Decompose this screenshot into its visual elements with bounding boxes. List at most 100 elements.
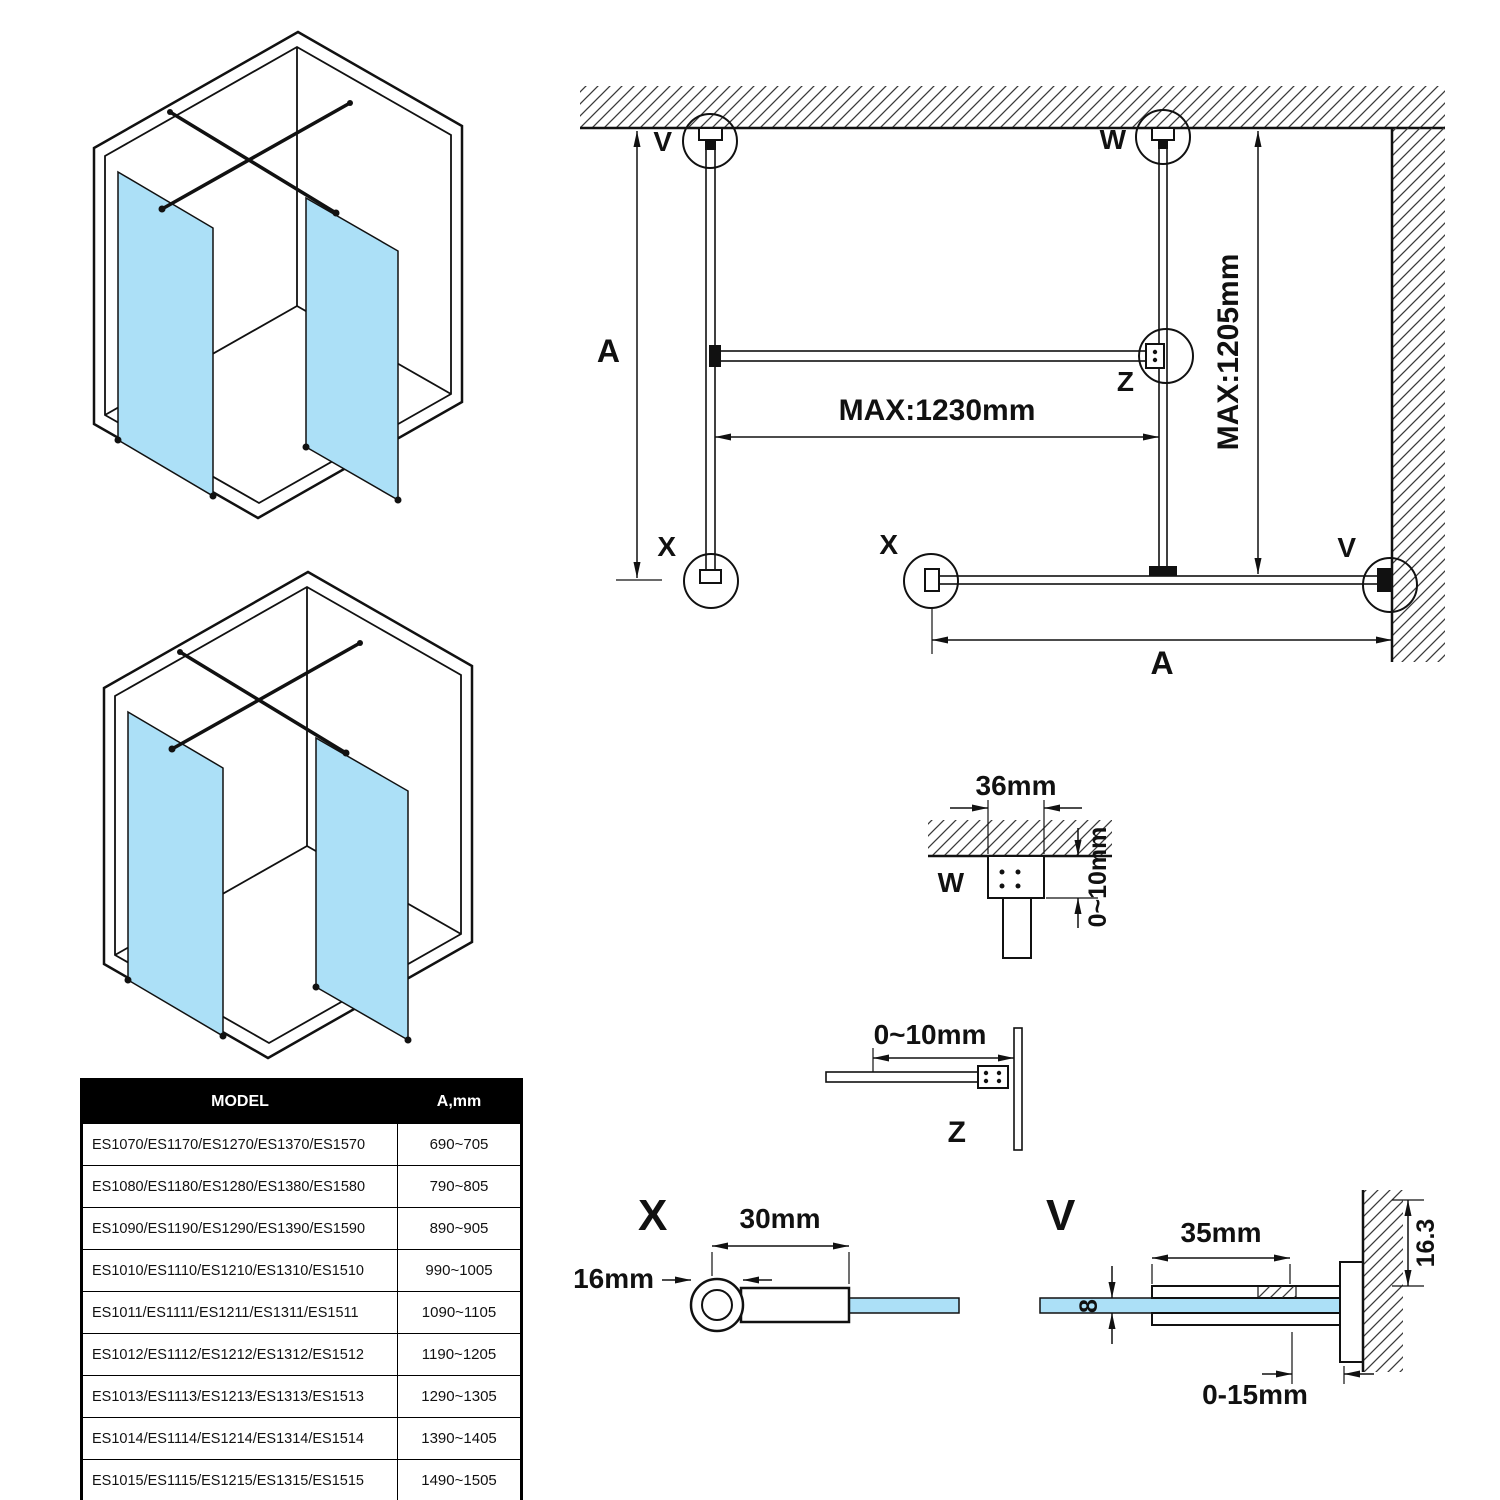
- table-row: ES1010/ES1110/ES1210/ES1310/ES1510 990~1…: [81, 1249, 522, 1292]
- detail-x: X 30mm 16mm: [573, 1191, 960, 1333]
- detail-z-glass: [1013, 1027, 1023, 1151]
- table-row: ES1015/ES1115/ES1215/ES1315/ES1515 1490~…: [81, 1459, 522, 1500]
- table-header-a: A,mm: [397, 1079, 522, 1124]
- detail-x-label: X: [638, 1191, 667, 1240]
- marker-label-w: W: [1100, 124, 1127, 155]
- model-cell: ES1090/ES1190/ES1290/ES1390/ES1590: [81, 1207, 398, 1250]
- marker-label-v-right: V: [1337, 532, 1356, 563]
- panel2-end-cap: [924, 568, 940, 592]
- detail-v-adjust-label: 0-15mm: [1202, 1379, 1308, 1410]
- a-cell: 790~805: [397, 1165, 522, 1208]
- detail-w-gap-label: 0~10mm: [1084, 827, 1112, 928]
- table-row: ES1011/ES1111/ES1211/ES1311/ES1511 1090~…: [81, 1291, 522, 1334]
- a-cell: 1490~1505: [397, 1459, 522, 1500]
- screw-dot: [983, 1070, 989, 1076]
- ceiling-hatch: [580, 86, 1445, 128]
- marker-circle-x-left: [683, 553, 739, 609]
- plan-view: A MAX:1230mm MAX:1205mm A V W Z X X V: [580, 86, 1445, 681]
- detail-v-label: V: [1046, 1191, 1076, 1240]
- detail-w: W 36mm 0~10mm: [928, 770, 1112, 959]
- wall-hatch: [1392, 128, 1445, 662]
- model-cell: ES1013/ES1113/ES1213/ES1313/ES1513: [81, 1375, 398, 1418]
- screw-dot: [1152, 349, 1158, 355]
- panel1-end-cap: [699, 569, 722, 584]
- isometric-view-2: [102, 570, 474, 1060]
- detail-v-width-label: 35mm: [1181, 1217, 1262, 1248]
- detail-v-knurl: [1257, 1285, 1297, 1299]
- marker-circle-w: [1135, 109, 1191, 165]
- marker-circle-v-top: [682, 113, 738, 169]
- detail-w-bracket: [987, 855, 1045, 899]
- model-cell: ES1011/ES1111/ES1211/ES1311/ES1511: [81, 1291, 398, 1334]
- detail-v-depth-label: 16.3: [1412, 1219, 1440, 1268]
- detail-z-label: Z: [948, 1116, 966, 1149]
- detail-z-bracket: [977, 1065, 1009, 1089]
- table-row: ES1090/ES1190/ES1290/ES1390/ES1590 890~9…: [81, 1207, 522, 1250]
- screw-dot: [999, 883, 1005, 889]
- detail-w-label: W: [938, 867, 965, 898]
- model-cell: ES1014/ES1114/ES1214/ES1314/ES1514: [81, 1417, 398, 1460]
- marker-circle-z: [1138, 328, 1194, 384]
- marker-label-x-left: X: [657, 531, 676, 562]
- model-cell: ES1070/ES1170/ES1270/ES1370/ES1570: [81, 1123, 398, 1166]
- detail-v: V 35mm 8 16.3 0-15mm: [1039, 1190, 1440, 1410]
- marker-label-v-top: V: [653, 126, 672, 157]
- table-header-model: MODEL: [81, 1079, 398, 1124]
- model-cell: ES1015/ES1115/ES1215/ES1315/ES1515: [81, 1459, 398, 1500]
- screw-dot: [1015, 883, 1021, 889]
- detail-z-gap-label: 0~10mm: [874, 1019, 987, 1050]
- a-cell: 890~905: [397, 1207, 522, 1250]
- dim-max-height-label: MAX:1205mm: [1212, 254, 1245, 451]
- panel1-top-mount: [698, 127, 723, 141]
- a-cell: 1290~1305: [397, 1375, 522, 1418]
- panel2-wall-mount: [1377, 568, 1392, 592]
- marker-circle-v-right: [1362, 557, 1418, 613]
- bar-left-connector: [709, 345, 721, 367]
- table-row: ES1080/ES1180/ES1280/ES1380/ES1580 790~8…: [81, 1165, 522, 1208]
- detail-z-bar: [825, 1071, 979, 1083]
- model-cell: ES1080/ES1180/ES1280/ES1380/ES1580: [81, 1165, 398, 1208]
- detail-v-wall-profile: [1339, 1261, 1364, 1363]
- table-row: ES1012/ES1112/ES1212/ES1312/ES1512 1190~…: [81, 1333, 522, 1376]
- detail-v-flange-bottom: [1151, 1312, 1349, 1326]
- post-tee-connector: [1149, 566, 1177, 576]
- a-cell: 690~705: [397, 1123, 522, 1166]
- detail-z: 0~10mm Z: [825, 1019, 1023, 1151]
- screw-dot: [996, 1078, 1002, 1084]
- model-cell: ES1012/ES1112/ES1212/ES1312/ES1512: [81, 1333, 398, 1376]
- detail-v-flange-top: [1151, 1285, 1349, 1299]
- support-bar: [714, 350, 1160, 362]
- detail-w-post: [1002, 897, 1032, 959]
- a-cell: 1090~1105: [397, 1291, 522, 1334]
- detail-w-width-label: 36mm: [976, 770, 1057, 801]
- screw-dot: [1015, 869, 1021, 875]
- panel1-top-pin: [705, 140, 716, 150]
- dim-max-width-label: MAX:1230mm: [839, 394, 1036, 427]
- detail-x-width-label: 30mm: [740, 1203, 821, 1234]
- glass-panel-2: [931, 575, 1393, 585]
- marker-label-x-mid: X: [879, 529, 898, 560]
- table-row: ES1070/ES1170/ES1270/ES1370/ES1570 690~7…: [81, 1123, 522, 1166]
- detail-v-wall-hatch: [1363, 1190, 1403, 1372]
- a-cell: 1190~1205: [397, 1333, 522, 1376]
- screw-dot: [999, 869, 1005, 875]
- a-cell: 1390~1405: [397, 1417, 522, 1460]
- isometric-view-1: [92, 30, 464, 520]
- marker-label-z: Z: [1117, 366, 1134, 397]
- model-cell: ES1010/ES1110/ES1210/ES1310/ES1510: [81, 1249, 398, 1292]
- detail-x-clamp: [739, 1286, 851, 1324]
- a-cell: 990~1005: [397, 1249, 522, 1292]
- detail-x-knob-inner: [701, 1289, 733, 1321]
- bar-right-connector: [1145, 343, 1165, 369]
- dim-a-left-label: A: [597, 333, 620, 369]
- detail-x-knob-label: 16mm: [573, 1263, 654, 1294]
- table-header-row: MODEL A,mm: [81, 1079, 522, 1124]
- dim-a-bottom-label: A: [1150, 645, 1173, 681]
- screw-dot: [996, 1070, 1002, 1076]
- detail-v-glass-thickness-label: 8: [1075, 1299, 1103, 1313]
- screw-dot: [1152, 357, 1158, 363]
- model-table: MODEL A,mm ES1070/ES1170/ES1270/ES1370/E…: [80, 1078, 523, 1500]
- post-top-mount: [1151, 127, 1175, 141]
